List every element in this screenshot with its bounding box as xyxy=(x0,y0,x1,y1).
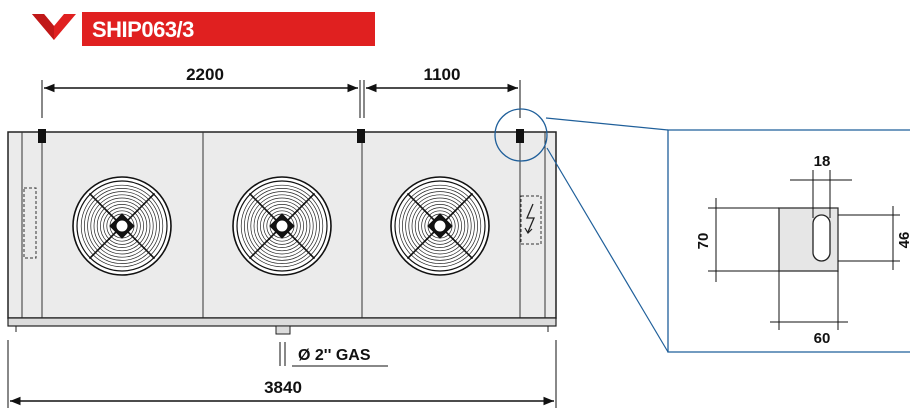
model-name: SHIP063/3 xyxy=(92,17,194,42)
slot-width-label: 18 xyxy=(814,153,831,170)
dimension-3840: 3840 xyxy=(7,340,557,408)
coil-header xyxy=(23,187,37,259)
detail-circle xyxy=(494,108,548,162)
double-chevron-down-icon xyxy=(32,14,76,40)
slot-height-label: 46 xyxy=(896,232,910,249)
dimension-2200: 2200 xyxy=(41,65,361,118)
title-band xyxy=(82,12,375,46)
mounting-bracket xyxy=(516,129,524,143)
electrical-box xyxy=(520,195,542,245)
drain-pipe xyxy=(275,325,291,335)
fan-icon xyxy=(232,176,332,276)
bracket-width-label: 60 xyxy=(814,330,831,347)
drain-callout: Ø 2'' GAS xyxy=(279,342,388,367)
fan-icon xyxy=(390,176,490,276)
drain-connection-label: Ø 2'' GAS xyxy=(298,347,371,364)
end-spacing-label: 1100 xyxy=(424,65,461,84)
mounting-bracket xyxy=(357,129,365,143)
bracket-height-label: 70 xyxy=(695,233,712,250)
fan-spacing-label: 2200 xyxy=(186,65,224,84)
overall-length-label: 3840 xyxy=(264,378,302,397)
electrical-hazard-icon xyxy=(524,203,535,234)
detail-frame xyxy=(667,129,910,353)
model-header: SHIP063/3 xyxy=(30,8,375,46)
dimension-1100: 1100 xyxy=(363,65,521,118)
fans-group xyxy=(72,176,490,276)
bracket-detail: 18 70 46 60 xyxy=(695,153,910,347)
detail-callout xyxy=(494,108,910,353)
fan-icon xyxy=(72,176,172,276)
bracket-slot xyxy=(812,214,831,262)
mounting-bracket xyxy=(38,129,46,143)
